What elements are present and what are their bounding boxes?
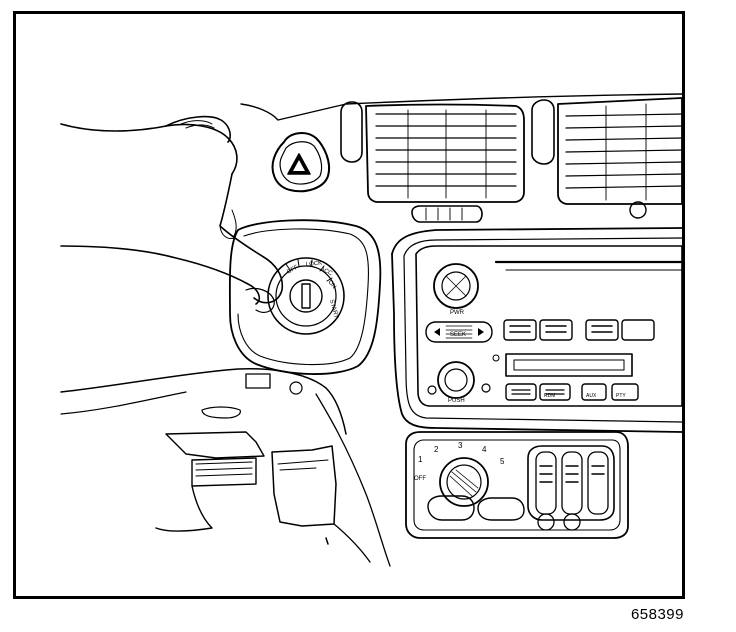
preset-button-4[interactable] [621,319,655,341]
small-knob[interactable] [629,201,647,219]
radio-tune-knob[interactable] [437,361,475,399]
preset-button-2[interactable] [539,319,573,341]
slider-housing [527,445,615,521]
mode-knob[interactable] [427,495,475,521]
ignition-label-acc: ACC [319,266,334,277]
ignition-key-icon [301,283,311,309]
fan-label-5: 5 [500,457,505,466]
radio-pty-label: PTY [616,393,626,399]
ignition-bezel [228,219,382,375]
column-shroud [271,445,337,527]
ignition-label-off: OFF [286,264,300,275]
ignition-label-start: START [328,299,339,319]
temp-slider[interactable] [535,451,557,515]
radio-aux-label: AUX [586,393,597,399]
center-small-button[interactable] [411,205,483,223]
fan-label-4: 4 [482,445,487,454]
radio-push-label: PUSH [448,398,465,404]
lower-button-4[interactable] [611,383,639,401]
radio-volume-knob[interactable] [433,263,479,309]
ignition-switch[interactable] [267,257,345,335]
center-stack-top [391,227,682,255]
lower-button-1[interactable] [505,383,537,401]
dashboard-top-edge [240,93,682,121]
radio-rdm-label: RDM [544,393,555,399]
air-vent-right[interactable] [557,97,682,205]
fan-label-off: OFF [414,476,426,482]
ignition-label-on: ON [326,279,336,290]
air-vent-left[interactable] [340,99,555,203]
air-slider[interactable] [561,451,583,515]
figure-id-label: 658399 [630,606,684,623]
lower-button-2[interactable] [539,383,571,401]
fan-label-3: 3 [458,441,463,450]
fan-label-1: 1 [418,455,423,464]
radio-display [505,353,633,377]
radio-seek-label: SEEK [450,332,466,338]
dimmer-switch[interactable] [165,431,265,459]
ignition-label-lock: LOCK [306,261,323,268]
hand [60,115,284,313]
preset-button-1[interactable] [503,319,537,341]
seek-rocker[interactable] [425,321,493,343]
illustration-frame: OFF LOCK ACC ON START PWR PUSH SEEK AUX … [13,11,685,599]
temp-knob[interactable] [477,497,525,521]
radio-unit [415,245,682,407]
preset-button-3[interactable] [585,319,619,341]
recirc-slider[interactable] [587,451,609,515]
dashboard-illustration: OFF LOCK ACC ON START PWR PUSH SEEK AUX … [60,93,682,567]
fan-speed-knob[interactable] [439,457,489,507]
hazard-switch[interactable] [271,132,330,193]
switch-small[interactable] [245,373,271,389]
lower-button-3[interactable] [581,383,607,401]
radio-pwr-label: PWR [450,310,465,316]
fan-label-2: 2 [434,445,439,454]
lower-dash [60,368,391,567]
climate-control-panel [405,431,629,539]
